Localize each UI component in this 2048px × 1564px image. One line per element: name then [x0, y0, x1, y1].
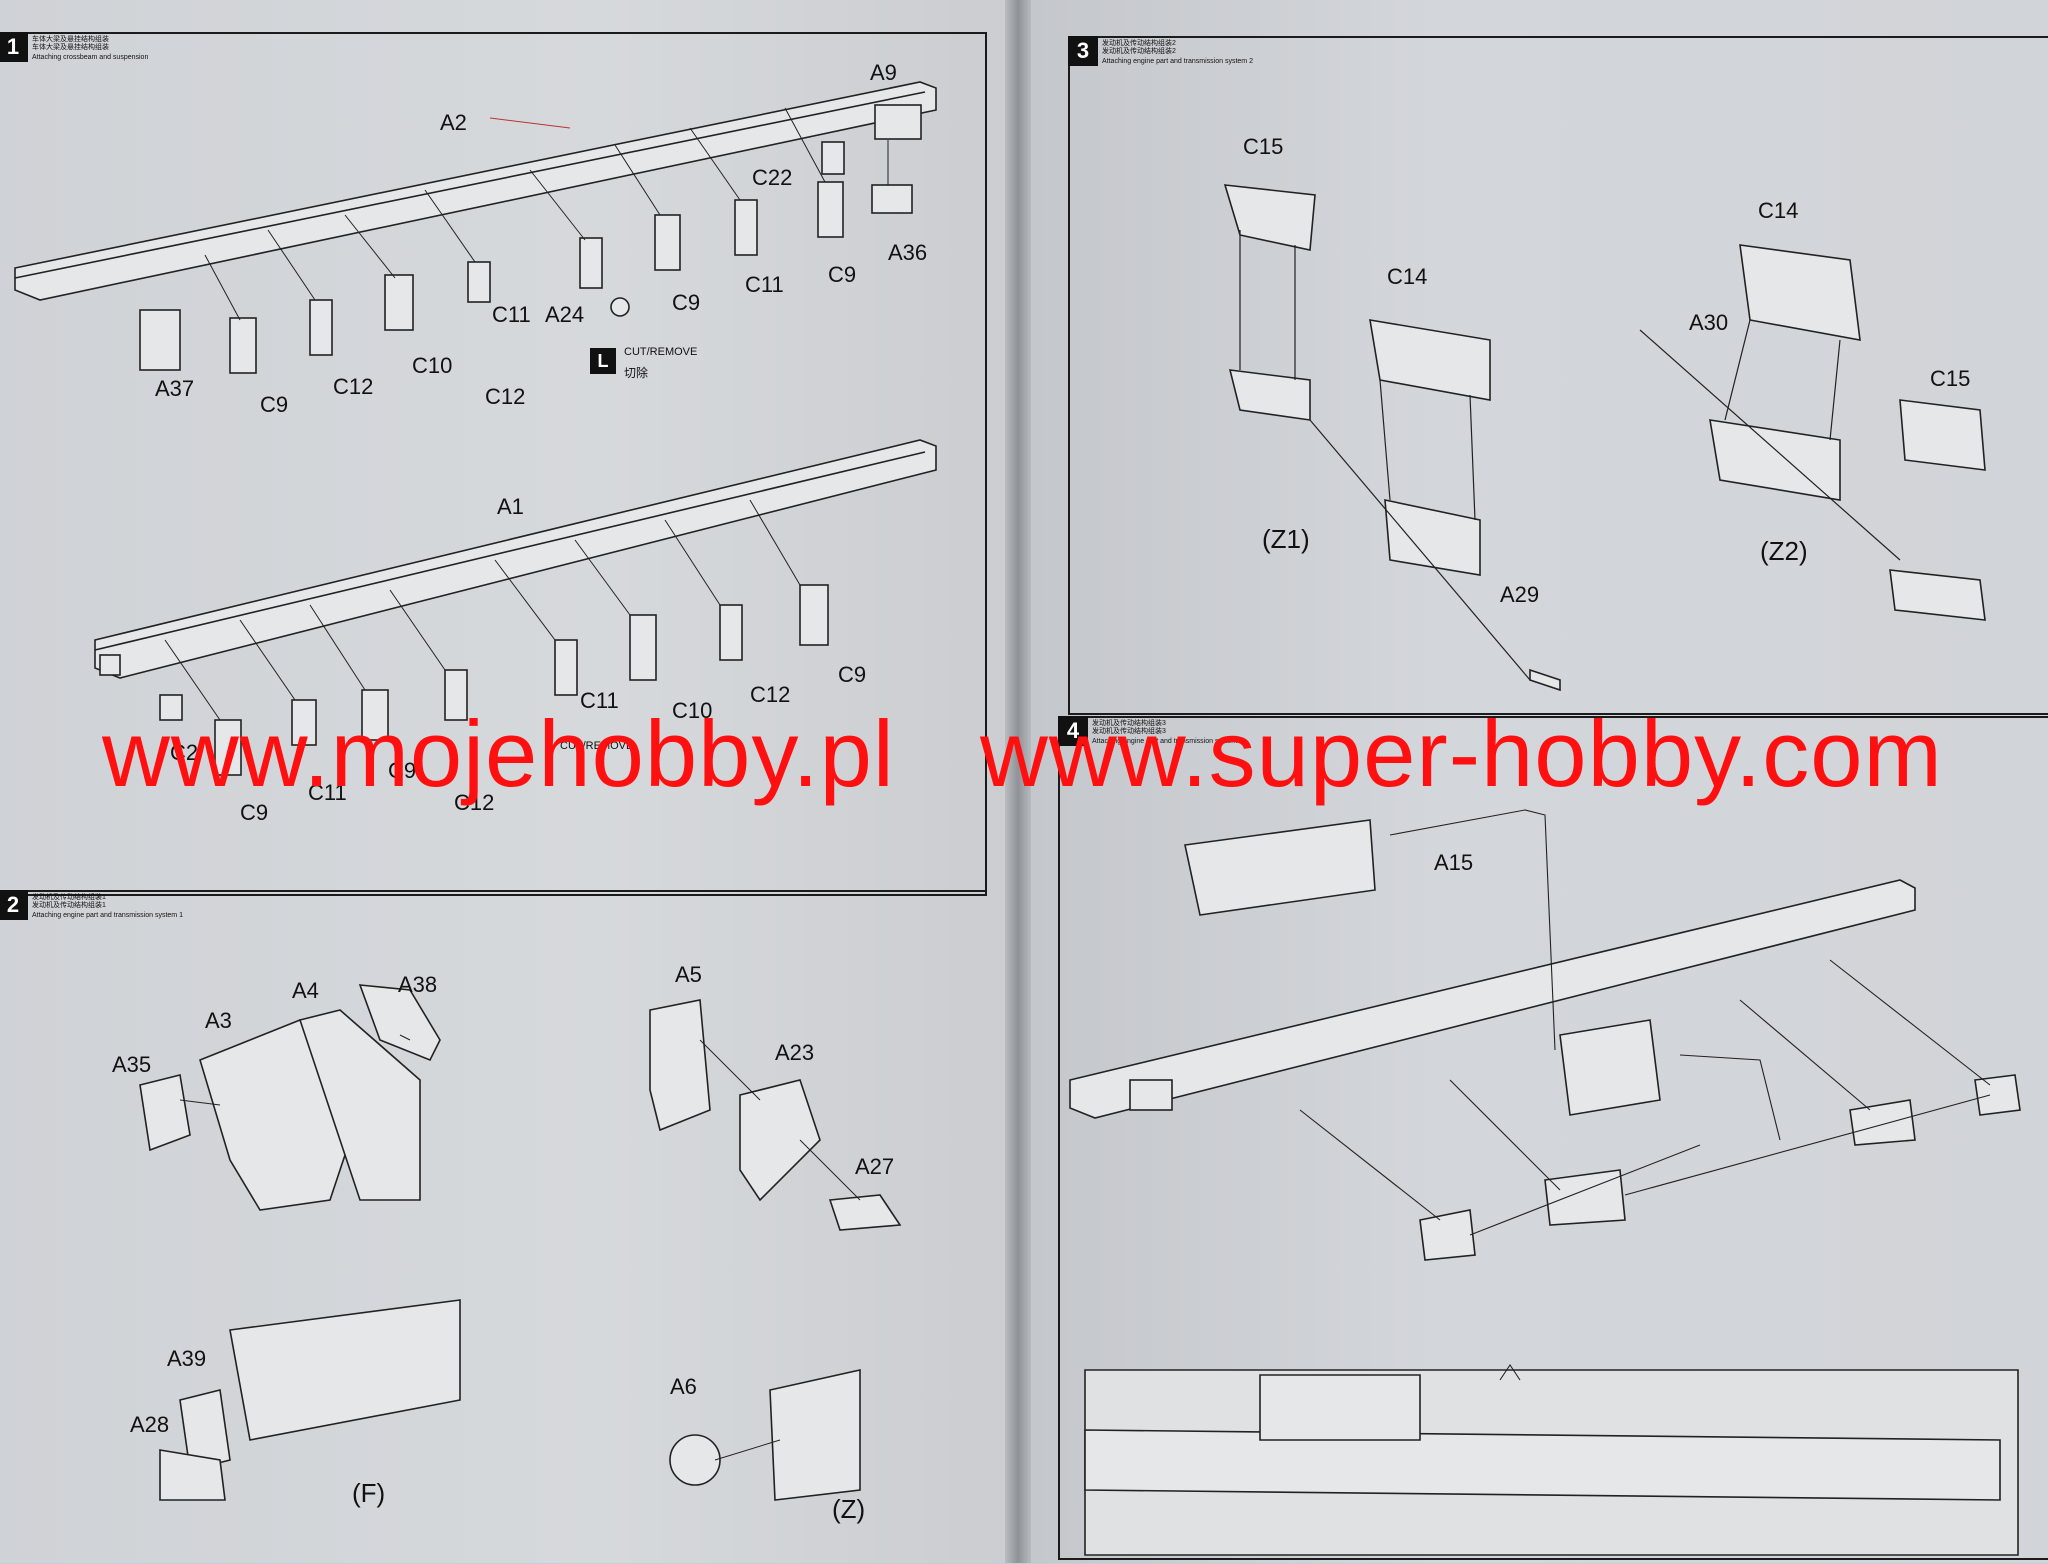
- part-a37: [139, 309, 181, 371]
- step-3-number: 3: [1068, 36, 1098, 66]
- engine-f: [229, 1299, 461, 1441]
- part-a36: [871, 184, 913, 214]
- label-c14-a: C14: [1387, 264, 1428, 289]
- group-label-z: (Z): [832, 1494, 866, 1524]
- label-c9-d: C9: [838, 662, 867, 687]
- label-c12-a: C12: [333, 374, 374, 399]
- label-c12-c: C12: [750, 682, 791, 707]
- cut-remove-text-cn: 切除: [624, 366, 649, 380]
- part-c22: [821, 141, 845, 175]
- step-3-panel: 3 发动机及传动结构组装2 发动机及传动结构组装2 Attaching engi…: [1068, 36, 2048, 715]
- label-c9-e: C9: [240, 800, 269, 825]
- label-c2: C2: [170, 740, 199, 765]
- chassis-step4: [1069, 879, 1916, 1119]
- watermark-super-hobby: www.super-hobby.com: [980, 701, 1943, 806]
- part-a9: [874, 104, 922, 140]
- label-c22: C22: [752, 165, 793, 190]
- label-a9: A9: [870, 60, 897, 85]
- label-a29: A29: [1500, 582, 1540, 607]
- label-c11-b: C11: [492, 302, 531, 327]
- part-a23: [739, 1079, 821, 1202]
- part-c14-z2: [1739, 244, 1861, 341]
- book-gutter: [1005, 0, 1031, 1563]
- step-4-number: 4: [1058, 716, 1088, 746]
- label-a35: A35: [112, 1052, 152, 1077]
- label-a6: A6: [670, 1374, 697, 1399]
- step-3-caption-cn: 发动机及传动结构组装2 发动机及传动结构组装2: [1102, 40, 1176, 55]
- label-a28: A28: [130, 1412, 170, 1437]
- part-c14-z1: [1369, 319, 1491, 401]
- label-a3: A3: [205, 1008, 232, 1033]
- part-a39: [179, 1389, 231, 1471]
- label-a5: A5: [675, 962, 702, 987]
- label-a36: A36: [888, 240, 928, 265]
- step-1-number: 1: [0, 32, 28, 62]
- label-c9-f: C9: [388, 758, 417, 783]
- label-c14-b: C14: [1758, 198, 1799, 223]
- part-a28: [159, 1449, 226, 1501]
- group-label-f: (F): [352, 1478, 386, 1508]
- label-a2: A2: [440, 110, 467, 135]
- label-a27: A27: [855, 1154, 895, 1179]
- label-c9-c: C9: [260, 392, 289, 417]
- label-a37: A37: [155, 376, 195, 401]
- step-2-caption-cn: 发动机及传动结构组装1 发动机及传动结构组装1: [32, 894, 106, 909]
- cut-remove-text: CUT/REMOVE: [624, 346, 698, 358]
- part-a6: [669, 1434, 721, 1486]
- step-4-caption-en: Attaching engine part and transmission s…: [1092, 738, 1243, 745]
- label-c10-a: C10: [412, 353, 453, 378]
- box-step4: [1129, 1079, 1173, 1111]
- label-c10-b: C10: [672, 698, 713, 723]
- label-c12-b: C12: [485, 384, 526, 409]
- right-page: [1026, 0, 2048, 1563]
- label-a38: A38: [398, 972, 438, 997]
- part-a4: [298, 1009, 421, 1201]
- label-c11-a: C11: [745, 272, 784, 297]
- cut-remove-icon: L: [590, 348, 616, 374]
- step-2-caption-en: Attaching engine part and transmission s…: [32, 912, 183, 919]
- label-c12-d: C12: [454, 790, 495, 815]
- cut-remove-text-partial: CUT/REMOVE: [560, 740, 634, 752]
- label-c9-b: C9: [672, 290, 701, 315]
- step-1-panel: 1 车体大梁及悬挂结构组装 车体大梁及悬挂结构组装 Attaching cros…: [0, 32, 987, 896]
- part-a5: [649, 999, 711, 1132]
- part-a27: [828, 1194, 902, 1231]
- label-a24: A24: [545, 302, 585, 327]
- label-c11-d: C11: [308, 780, 347, 805]
- step-2-panel: 2 发动机及传动结构组装1 发动机及传动结构组装1 Attaching engi…: [0, 890, 985, 1564]
- group-label-z1: (Z1): [1262, 524, 1310, 554]
- watermark-mojehobby: www.mojehobby.pl: [102, 701, 895, 806]
- step-4-panel: 4 发动机及传动结构组装3 发动机及传动结构组装3 Attaching engi…: [1058, 716, 2048, 1560]
- step-3-caption-en: Attaching engine part and transmission s…: [1102, 58, 1253, 65]
- label-c15-b: C15: [1930, 366, 1971, 391]
- label-a15: A15: [1434, 850, 1474, 875]
- step-1-caption-cn: 车体大梁及悬挂结构组装 车体大梁及悬挂结构组装: [32, 36, 109, 51]
- part-a38: [358, 984, 441, 1062]
- label-c15-a: C15: [1243, 134, 1284, 159]
- label-c9-a: C9: [828, 262, 857, 287]
- step-2-number: 2: [0, 890, 28, 920]
- label-a1: A1: [497, 494, 524, 519]
- label-a4: A4: [292, 978, 319, 1003]
- engine-step4: [1184, 819, 1376, 916]
- label-c11-c: C11: [580, 688, 619, 713]
- label-a39: A39: [167, 1346, 207, 1371]
- step-4-caption-cn: 发动机及传动结构组装3 发动机及传动结构组装3: [1092, 720, 1166, 735]
- group-label-z2: (Z2): [1760, 536, 1808, 566]
- gearbox-z: [769, 1369, 861, 1501]
- label-a30: A30: [1689, 310, 1729, 335]
- part-c15-z1: [1223, 184, 1316, 251]
- step-1-caption-en: Attaching crossbeam and suspension: [32, 54, 149, 61]
- shaft-a29: [1529, 668, 1561, 692]
- part-c15-z2: [1899, 399, 1986, 471]
- label-a23: A23: [775, 1040, 815, 1065]
- part-a35: [139, 1074, 191, 1152]
